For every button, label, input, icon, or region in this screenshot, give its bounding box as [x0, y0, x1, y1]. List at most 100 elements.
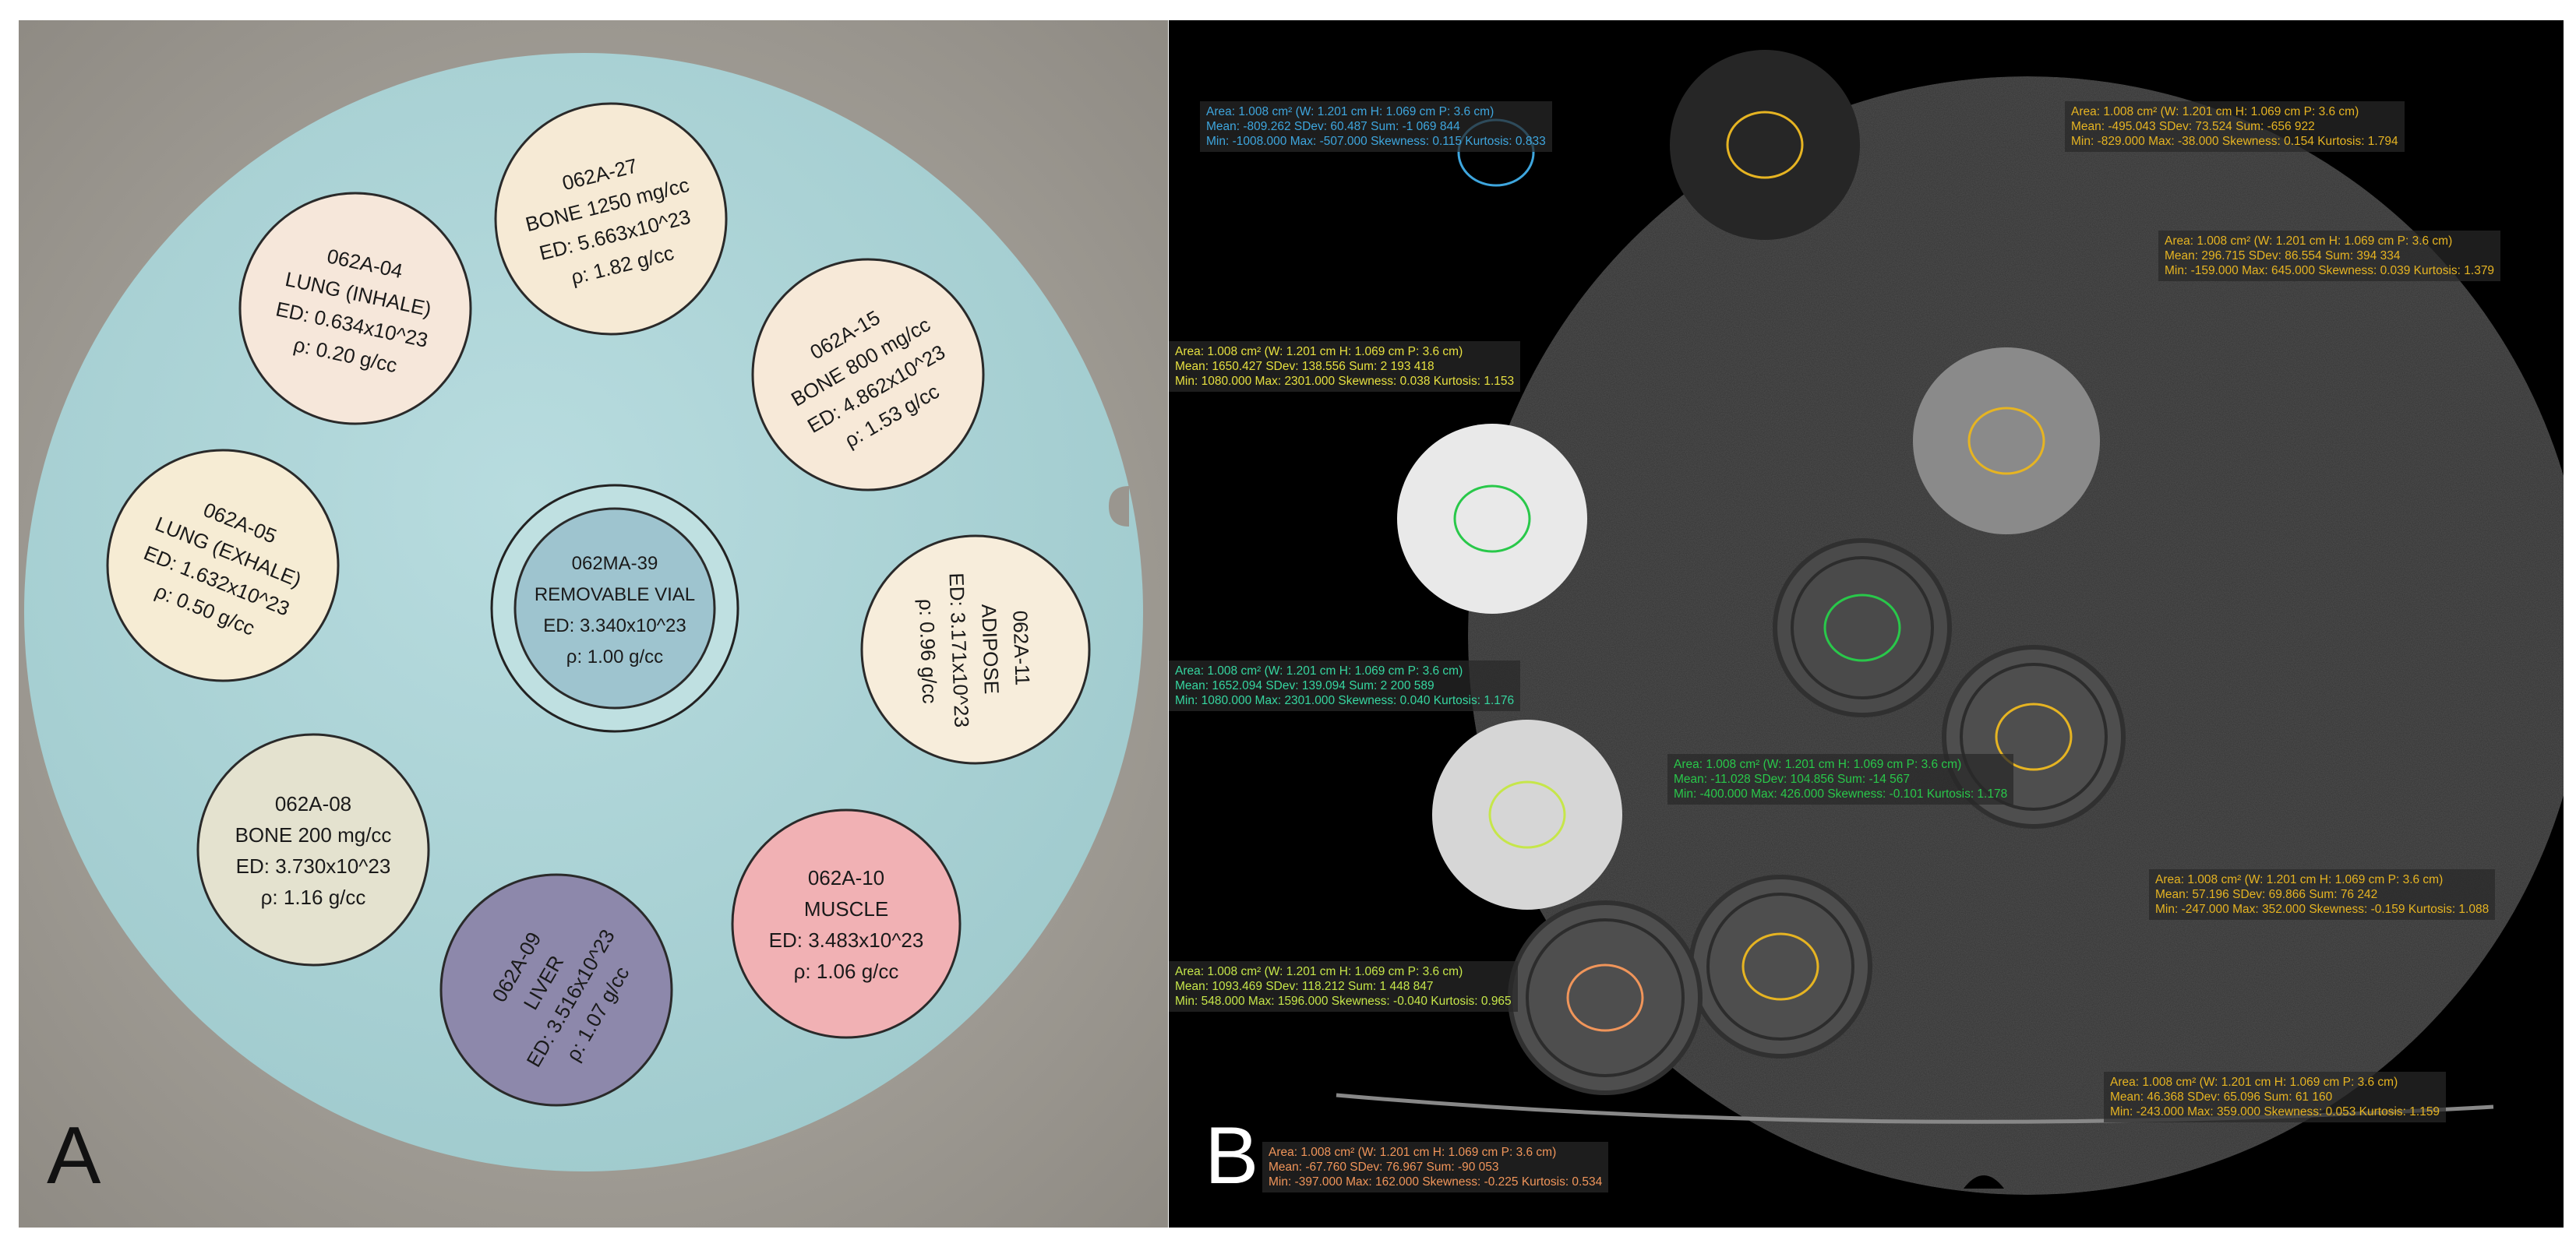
roi-measurement-line: Mean: 1093.469 SDev: 118.212 Sum: 1 448 … — [1175, 980, 1434, 993]
roi-measurement-line: Area: 1.008 cm² (W: 1.201 cm H: 1.069 cm… — [2110, 1076, 2398, 1089]
roi-ellipse — [1453, 484, 1531, 553]
ct-insert-disc — [1397, 424, 1587, 614]
roi-measurement-box: Area: 1.008 cm² (W: 1.201 cm H: 1.069 cm… — [1200, 101, 1552, 152]
insert-label-line: ADIPOSE — [977, 604, 1004, 695]
insert-disc — [106, 449, 340, 682]
roi-measurement-line: Min: 1080.000 Max: 2301.000 Skewness: 0.… — [1175, 694, 1515, 707]
insert-label-line: ρ: 1.16 g/cc — [261, 886, 366, 909]
roi-measurement-line: Mean: 57.196 SDev: 69.866 Sum: 76 242 — [2155, 888, 2378, 901]
roi-measurement-line: Area: 1.008 cm² (W: 1.201 cm H: 1.069 cm… — [1175, 965, 1463, 978]
roi-measurement-box: Area: 1.008 cm² (W: 1.201 cm H: 1.069 cm… — [1169, 341, 1521, 392]
roi-measurement-line: Mean: -809.262 SDev: 60.487 Sum: -1 069 … — [1206, 120, 1460, 133]
roi-measurement-box: Area: 1.008 cm² (W: 1.201 cm H: 1.069 cm… — [1262, 1142, 1609, 1192]
ct-insert-disc — [1689, 875, 1872, 1059]
insert-disc — [513, 507, 716, 710]
roi-measurement-line: Mean: -11.028 SDev: 104.856 Sum: -14 567 — [1674, 773, 1911, 786]
roi-measurement-line: Mean: -495.043 SDev: 73.524 Sum: -656 92… — [2071, 120, 2315, 133]
insert-label-line: 062A-10 — [808, 866, 884, 889]
roi-measurement-line: Min: -1008.000 Max: -507.000 Skewness: 0… — [1206, 135, 1546, 148]
roi-measurement-line: Min: -829.000 Max: -38.000 Skewness: 0.1… — [2071, 135, 2398, 148]
roi-measurement-line: Area: 1.008 cm² (W: 1.201 cm H: 1.069 cm… — [1175, 345, 1463, 358]
ct-insert-muscle — [1689, 875, 1872, 1059]
roi-measurement-line: Min: -247.000 Max: 352.000 Skewness: -0.… — [2155, 903, 2490, 916]
insert-label-line: 062A-11 — [1008, 610, 1034, 685]
roi-measurement-line: Min: 548.000 Max: 1596.000 Skewness: -0.… — [1175, 995, 1512, 1008]
roi-measurement-line: Mean: 296.715 SDev: 86.554 Sum: 394 334 — [2165, 249, 2401, 262]
roi-measurement-line: Min: -400.000 Max: 426.000 Skewness: -0.… — [1674, 787, 2008, 801]
roi-measurement-line: Min: -243.000 Max: 359.000 Skewness: 0.0… — [2110, 1105, 2440, 1118]
ct-insert-lung-inhale — [1401, 58, 1591, 248]
insert-label-line: ED: 3.171x10^23 — [945, 572, 974, 728]
roi-measurement-box: Area: 1.008 cm² (W: 1.201 cm H: 1.069 cm… — [1169, 961, 1518, 1012]
insert-disc — [494, 102, 728, 336]
insert-disc — [439, 873, 673, 1107]
roi-ellipse — [1566, 963, 1644, 1032]
roi-ellipse — [1741, 932, 1819, 1001]
roi-ellipse — [1488, 780, 1566, 849]
insert-disc — [196, 733, 430, 967]
roi-measurement-line: Min: -397.000 Max: 162.000 Skewness: -0.… — [1269, 1175, 1603, 1189]
insert-disc — [238, 192, 472, 425]
ct-scan-image — [1336, 50, 2564, 1195]
insert-disc — [751, 258, 985, 491]
insert-disc — [731, 808, 962, 1039]
ct-insert-vial — [1773, 538, 1952, 717]
ct-insert-disc — [1401, 58, 1591, 248]
roi-ellipse — [1967, 407, 2045, 475]
ct-insert-disc — [1432, 720, 1622, 910]
ct-insert-bone-800 — [1913, 347, 2100, 534]
roi-measurement-line: Area: 1.008 cm² (W: 1.201 cm H: 1.069 cm… — [1269, 1146, 1557, 1159]
ct-insert-disc — [1773, 538, 1952, 717]
roi-measurement-box: Area: 1.008 cm² (W: 1.201 cm H: 1.069 cm… — [2158, 231, 2501, 281]
ct-insert-inner-ring — [1526, 918, 1685, 1077]
roi-measurement-line: Area: 1.008 cm² (W: 1.201 cm H: 1.069 cm… — [1175, 664, 1463, 678]
insert-label-line: ED: 3.340x10^23 — [543, 615, 686, 636]
ct-image-panel: Area: 1.008 cm² (W: 1.201 cm H: 1.069 cm… — [1169, 20, 2564, 1228]
roi-ellipse — [1726, 111, 1804, 179]
roi-measurement-line: Mean: 1652.094 SDev: 139.094 Sum: 2 200 … — [1175, 679, 1434, 692]
ct-insert-bone-200 — [1432, 720, 1622, 910]
ct-insert-inner-ring — [1791, 556, 1934, 699]
roi-measurement-line: Mean: -67.760 SDev: 76.967 Sum: -90 053 — [1269, 1161, 1499, 1174]
roi-measurement-line: Min: 1080.000 Max: 2301.000 Skewness: 0.… — [1175, 375, 1515, 388]
insert-label-line: ρ: 1.06 g/cc — [794, 960, 899, 983]
roi-measurement-box: Area: 1.008 cm² (W: 1.201 cm H: 1.069 cm… — [2104, 1072, 2447, 1122]
roi-measurement-box: Area: 1.008 cm² (W: 1.201 cm H: 1.069 cm… — [1169, 660, 1521, 711]
roi-measurement-line: Area: 1.008 cm² (W: 1.201 cm H: 1.069 cm… — [1206, 105, 1494, 118]
ct-insert-bone-1250 — [1397, 424, 1587, 614]
roi-measurement-line: Min: -159.000 Max: 645.000 Skewness: 0.0… — [2165, 264, 2495, 277]
ct-notch — [1964, 1175, 2004, 1189]
roi-measurement-box: Area: 1.008 cm² (W: 1.201 cm H: 1.069 cm… — [2065, 101, 2405, 152]
roi-measurement-line: Area: 1.008 cm² (W: 1.201 cm H: 1.069 cm… — [2165, 234, 2453, 248]
ct-insert-disc — [1670, 50, 1860, 240]
insert-label-line: 062A-08 — [275, 792, 351, 815]
insert-label-line: REMOVABLE VIAL — [535, 584, 695, 605]
roi-measurement-line: Mean: 1650.427 SDev: 138.556 Sum: 2 193 … — [1175, 360, 1434, 373]
roi-ellipse — [1995, 703, 2073, 771]
insert-label-line: 062MA-39 — [572, 553, 658, 574]
insert-label-line: MUSCLE — [804, 897, 888, 921]
ct-insert-disc — [1508, 900, 1703, 1095]
roi-measurement-box: Area: 1.008 cm² (W: 1.201 cm H: 1.069 cm… — [2149, 869, 2496, 920]
insert-label-line: BONE 200 mg/cc — [235, 823, 392, 847]
phantom-notch — [1109, 486, 1129, 527]
insert-label-line: ρ: 1.00 g/cc — [566, 646, 663, 668]
ct-insert-inner-ring — [1706, 893, 1854, 1041]
roi-measurement-box: Area: 1.008 cm² (W: 1.201 cm H: 1.069 cm… — [1667, 754, 2014, 805]
roi-measurement-line: Mean: 46.368 SDev: 65.096 Sum: 61 160 — [2110, 1090, 2333, 1104]
ct-insert-disc — [1913, 347, 2100, 534]
ct-insert-liver — [1508, 900, 1703, 1095]
panel-label-b: B — [1205, 1111, 1259, 1201]
